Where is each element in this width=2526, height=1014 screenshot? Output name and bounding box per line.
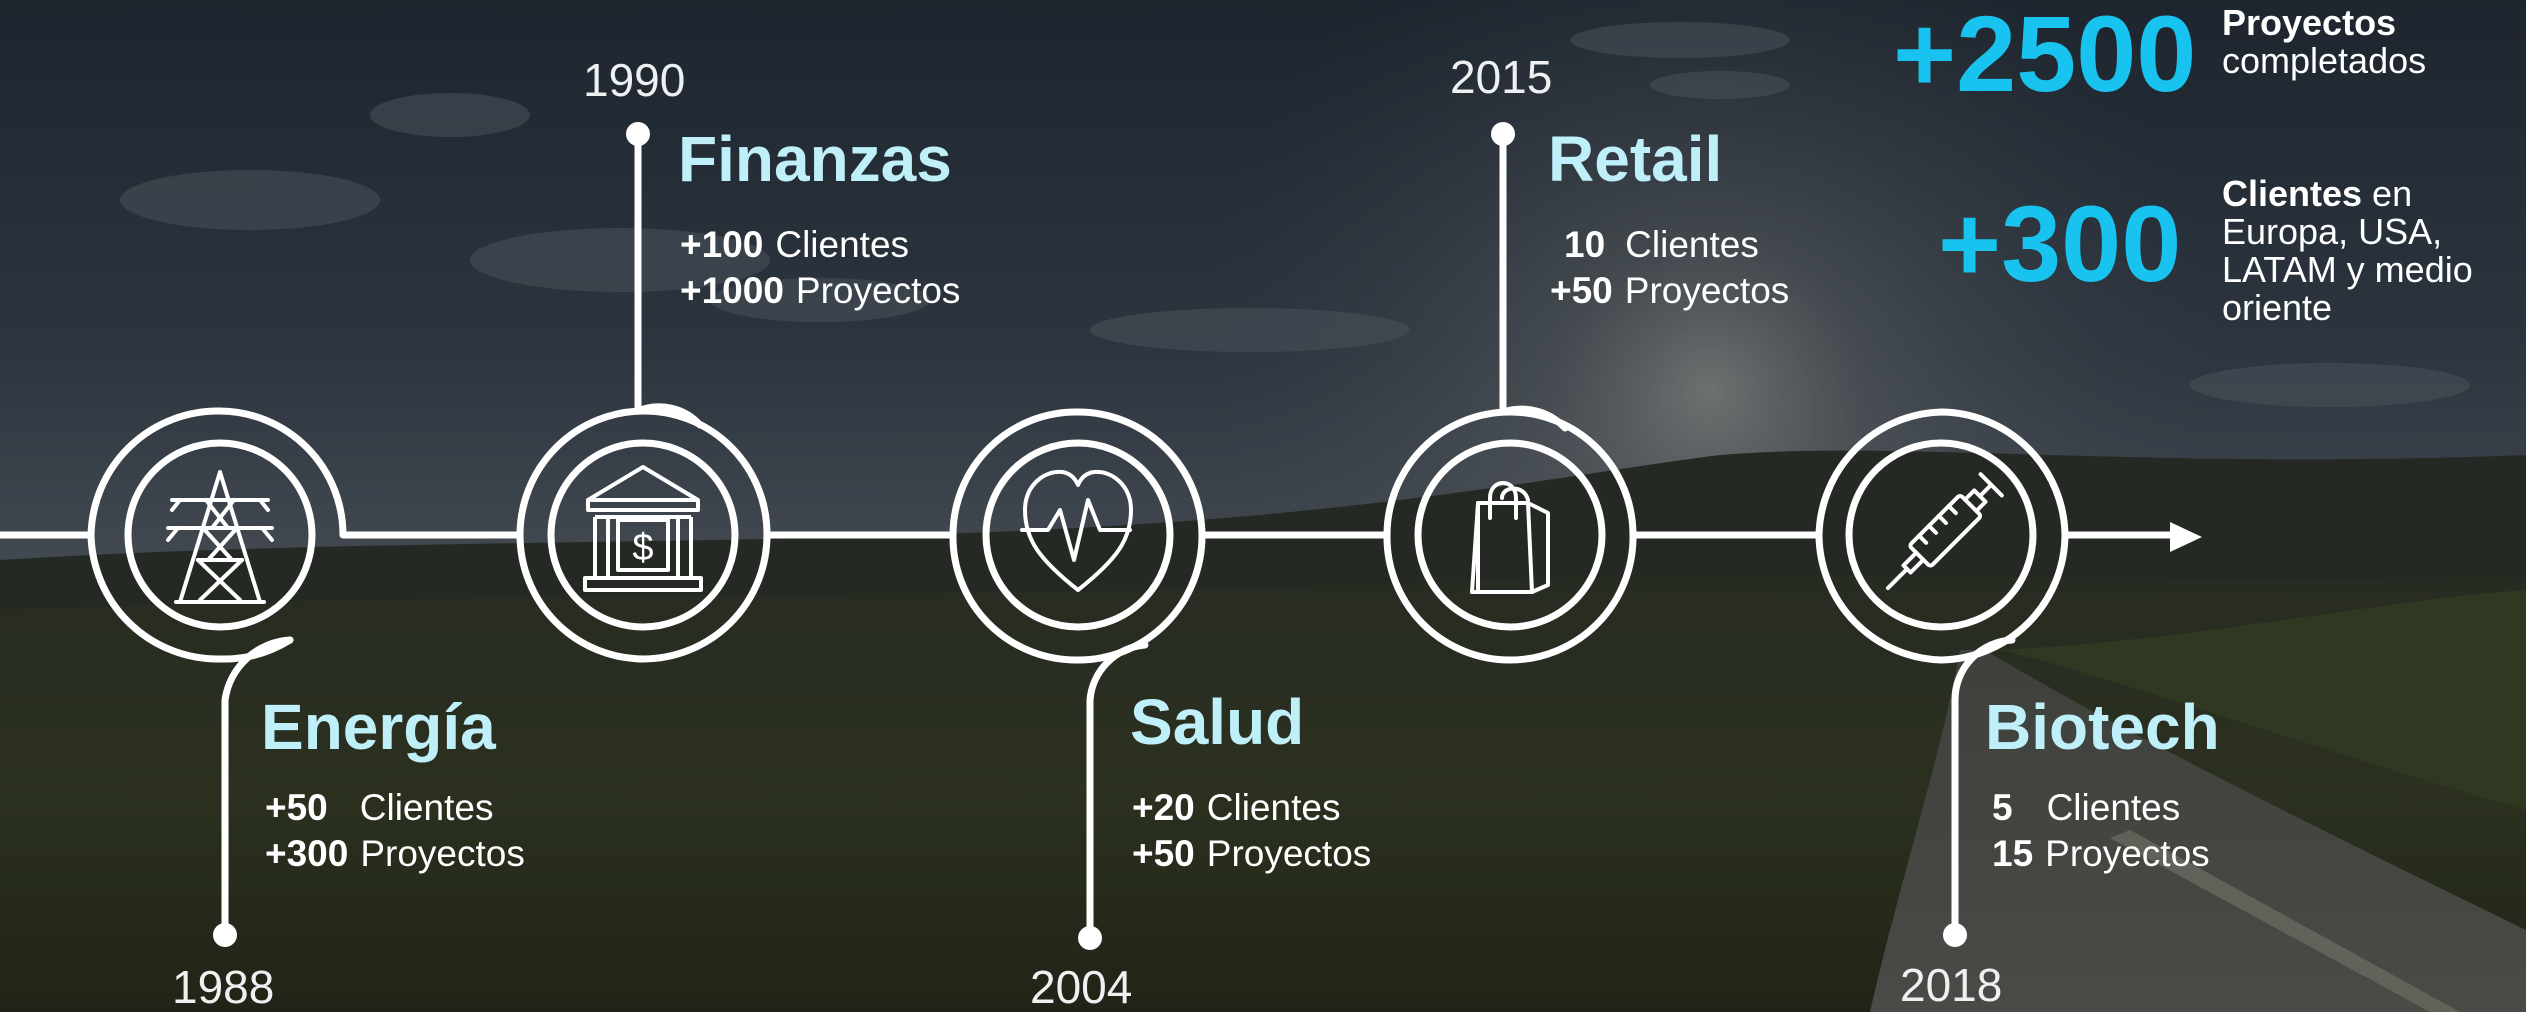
icon-circle-biotech: [1845, 439, 2037, 631]
timeline-arrowhead: [2170, 522, 2202, 552]
ring-finanzas: [516, 531, 771, 663]
dot-2018: [1943, 923, 1967, 947]
summary-value-clientes: +300: [1938, 183, 2182, 304]
power-tower-icon: [166, 470, 274, 604]
connector-biotech: [1951, 636, 2016, 939]
icon-circle-energia: [124, 439, 316, 631]
year-1990: 1990: [583, 54, 686, 106]
ring-salud: [949, 531, 1206, 664]
dot-1990: [626, 122, 650, 146]
heart-pulse-icon: [1020, 469, 1133, 592]
shopping-bag-icon: [1470, 481, 1550, 594]
summary-label-proyectos: Proyectos completados: [2222, 2, 2427, 81]
year-2018: 2018: [1900, 959, 2003, 1011]
summary-label-clientes: Clientes en Europa, USA, LATAM y medio o…: [2222, 173, 2473, 328]
connector-salud: [1086, 641, 1149, 942]
bank-icon: $: [583, 465, 703, 592]
year-1988: 1988: [172, 961, 275, 1013]
dot-2004: [1078, 926, 1102, 950]
year-2015: 2015: [1450, 51, 1553, 103]
milestone-title-retail: Retail: [1548, 123, 1723, 195]
summary-value-proyectos: +2500: [1893, 0, 2197, 114]
ring-biotech: [1815, 531, 2069, 664]
dot-2015: [1491, 122, 1515, 146]
milestone-title-finanzas: Finanzas: [678, 123, 952, 195]
icon-circle-salud: [982, 439, 1174, 631]
dot-1988: [213, 923, 237, 947]
timeline-line: [0, 407, 2174, 539]
milestone-title-energia: Energía: [261, 691, 496, 763]
milestone-title-salud: Salud: [1130, 686, 1305, 758]
year-2004: 2004: [1030, 961, 1133, 1013]
connector-retail: [1499, 130, 1569, 432]
connector-finanzas: [634, 130, 704, 429]
milestone-title-biotech: Biotech: [1985, 691, 2220, 763]
icon-circle-finanzas: [547, 439, 739, 631]
connector-energia: [221, 636, 294, 939]
syringe-icon: [1885, 472, 2004, 591]
svg-text:$: $: [632, 527, 653, 569]
icon-circle-retail: [1414, 439, 1606, 631]
ring-retail: [1383, 531, 1637, 664]
